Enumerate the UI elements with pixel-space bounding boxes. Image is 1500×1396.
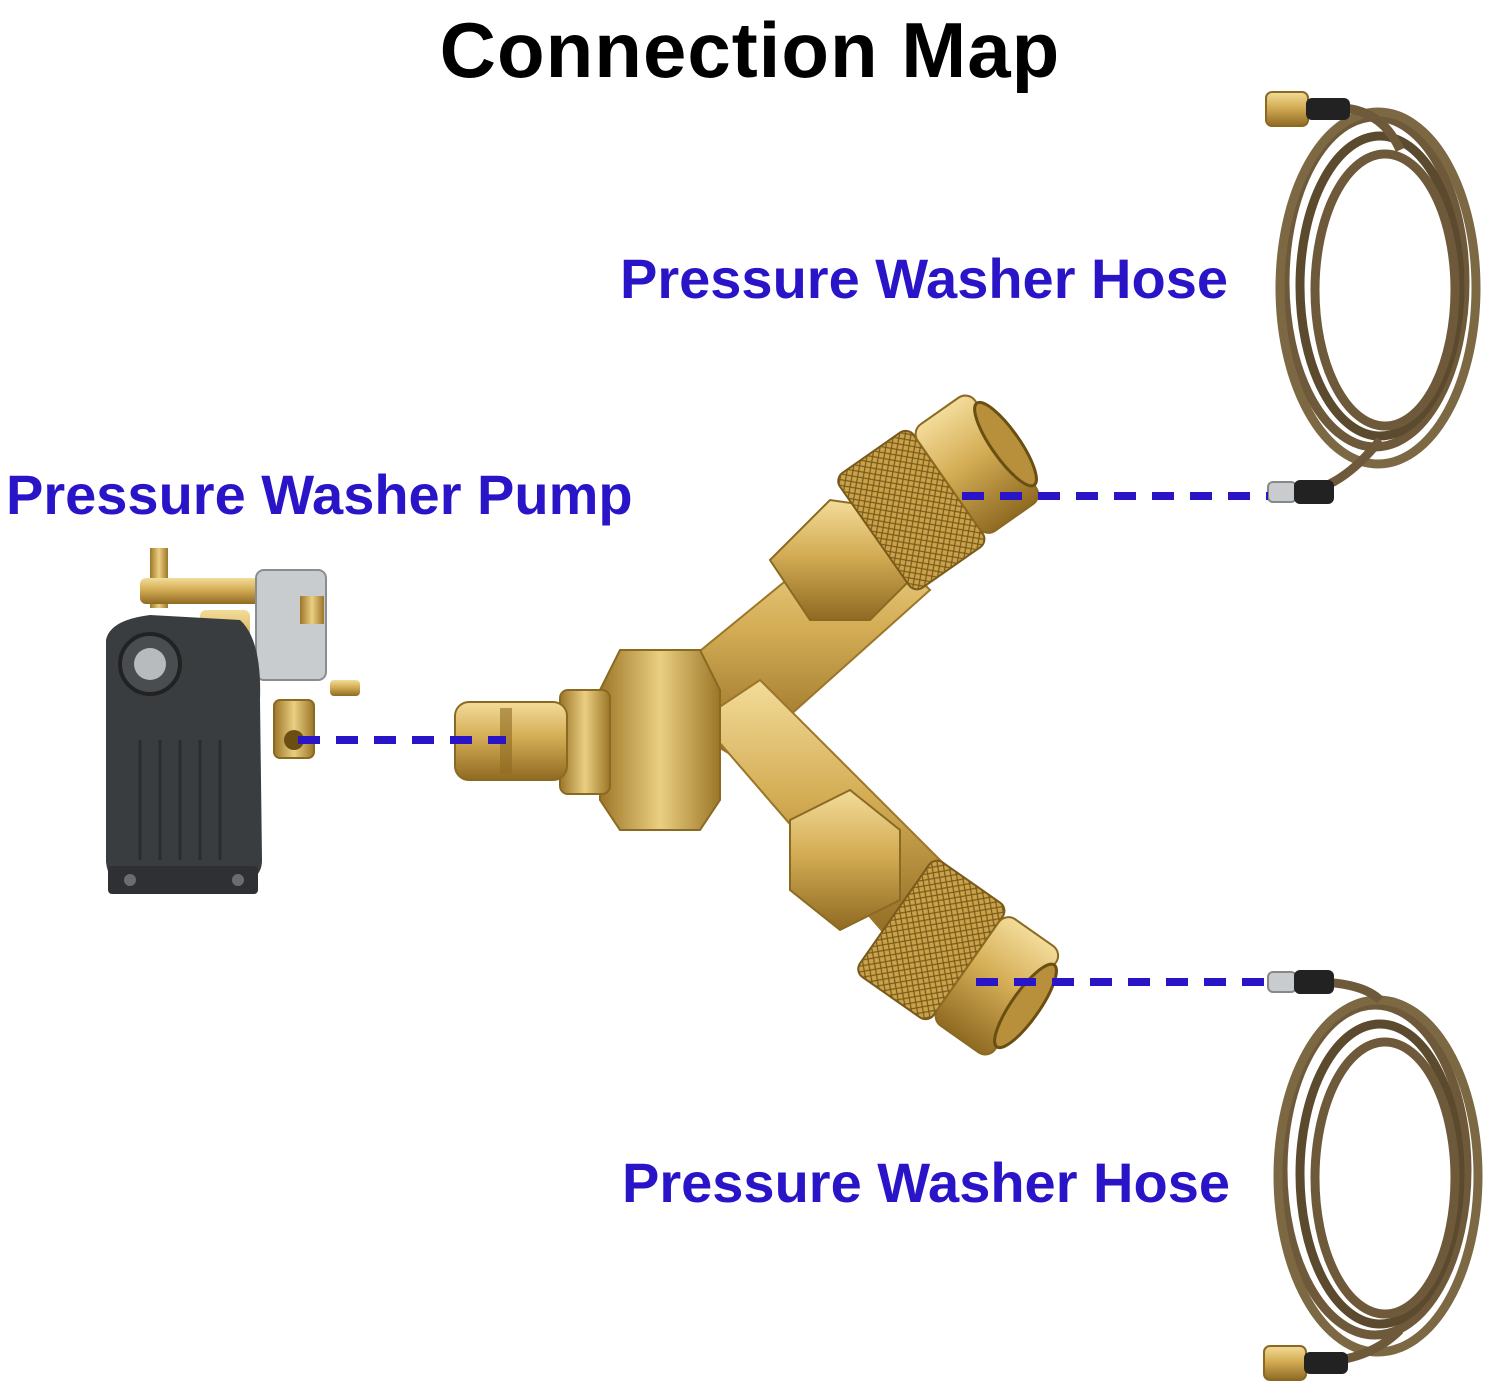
hose-top-plug-end <box>1267 481 1297 503</box>
hose-top-boot <box>1306 98 1350 120</box>
pump-unloader-valve <box>255 569 327 681</box>
label-hose-top: Pressure Washer Hose <box>620 247 1228 310</box>
pump-illustration <box>106 548 360 894</box>
pump-barb-fitting <box>330 680 360 696</box>
y-splitter-illustration <box>454 394 1060 1056</box>
pump-body-ribs <box>138 740 222 860</box>
splitter-lower-hex <box>789 788 901 932</box>
hose-bottom-coupler-end <box>1263 1345 1307 1381</box>
label-hose-bottom: Pressure Washer Hose <box>622 1151 1230 1214</box>
hose-bottom-boot <box>1304 1352 1348 1374</box>
pump-base-flange <box>108 866 258 894</box>
hose-bottom-illustration <box>1263 970 1483 1381</box>
splitter-hex-body <box>599 649 721 831</box>
label-pump: Pressure Washer Pump <box>6 463 633 526</box>
hose-top-plug-boot <box>1294 480 1334 504</box>
pump-inlet-filter <box>134 648 166 680</box>
diagram-title: Connection Map <box>439 6 1061 94</box>
hose-bottom-plug-end <box>1267 971 1297 993</box>
hose-top-illustration <box>1265 91 1481 504</box>
hose-bottom-plug-boot <box>1294 970 1334 994</box>
pump-valve-cap <box>300 596 324 624</box>
